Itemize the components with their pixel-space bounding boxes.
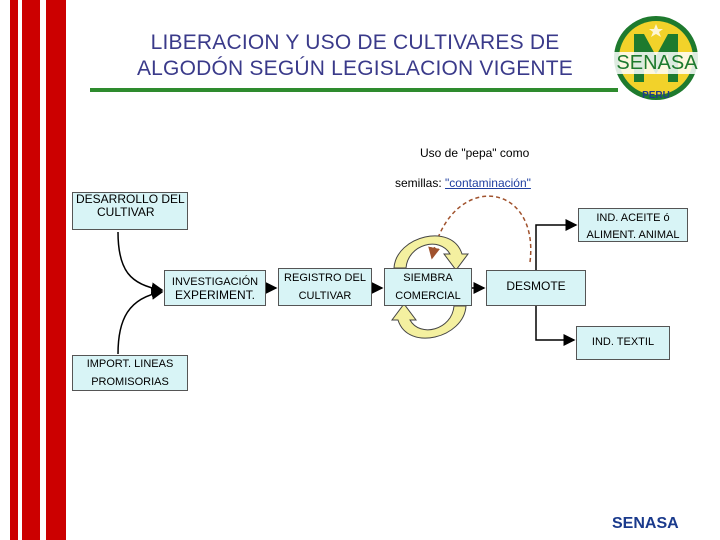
box-registro-line-2: CULTIVAR bbox=[298, 290, 352, 302]
box-siembra: SIEMBRA COMERCIAL bbox=[384, 268, 472, 306]
box-import-line-2: PROMISORIAS bbox=[91, 376, 169, 388]
arrow-desarrollo-investigacion bbox=[117, 231, 164, 295]
box-aceite-line-2: ALIMENT. ANIMAL bbox=[586, 229, 680, 241]
box-desarrollo-line-2: CULTIVAR bbox=[97, 205, 155, 219]
box-investigacion-line-2: EXPERIMENT. bbox=[174, 288, 255, 302]
box-investigacion-line-1: INVESTIGACIÓN bbox=[171, 276, 259, 288]
box-registro-line-1: REGISTRO DEL bbox=[284, 272, 366, 284]
left-stripe-3 bbox=[46, 0, 66, 540]
arrow-desmote-textil bbox=[535, 305, 576, 346]
box-aceite: IND. ACEITE ó ALIMENT. ANIMAL bbox=[578, 208, 688, 242]
footer-brand: SENASA bbox=[612, 515, 679, 532]
arrow-import-investigacion bbox=[117, 287, 164, 355]
box-registro: REGISTRO DEL CULTIVAR bbox=[278, 268, 372, 306]
box-desmote-label: DESMOTE bbox=[506, 279, 566, 293]
box-import-line-1: IMPORT. LINEAS bbox=[86, 358, 174, 370]
note-contaminacion: "contaminación" bbox=[445, 176, 531, 190]
logo-brand-text: SENASA bbox=[616, 52, 698, 74]
box-desarrollo-cultivar: DESARROLLO DEL CULTIVAR bbox=[72, 192, 188, 230]
cycle-arrow-bottom bbox=[391, 303, 467, 339]
title-underline bbox=[90, 88, 618, 92]
box-aceite-line-1: IND. ACEITE ó bbox=[596, 212, 670, 224]
note-line-2-prefix: semillas: bbox=[395, 176, 446, 190]
title-line-2: ALGODÓN SEGÚN LEGISLACION VIGENTE bbox=[136, 57, 574, 80]
box-import: IMPORT. LINEAS PROMISORIAS bbox=[72, 355, 188, 391]
arrow-desmote-aceite bbox=[535, 219, 578, 270]
cycle-arrow-top bbox=[393, 235, 469, 271]
page-title: LIBERACION Y USO DE CULTIVARES DE ALGODÓ… bbox=[92, 30, 618, 82]
contamination-note: Uso de "pepa" como bbox=[420, 146, 529, 160]
box-textil: IND. TEXTIL bbox=[576, 326, 670, 360]
box-siembra-line-1: SIEMBRA bbox=[403, 272, 453, 284]
contamination-note-line-2: semillas: "contaminación" bbox=[395, 176, 531, 190]
box-textil-label: IND. TEXTIL bbox=[591, 336, 655, 348]
box-desmote: DESMOTE bbox=[486, 270, 586, 306]
arrow-contaminacion bbox=[428, 195, 532, 263]
box-investigacion: INVESTIGACIÓN EXPERIMENT. bbox=[164, 270, 266, 306]
title-line-1: LIBERACION Y USO DE CULTIVARES DE bbox=[150, 31, 560, 54]
left-stripe-2 bbox=[22, 0, 40, 540]
note-line-1: Uso de "pepa" como bbox=[420, 146, 530, 160]
box-siembra-line-2: COMERCIAL bbox=[395, 290, 461, 302]
logo-country-text: PERU bbox=[642, 90, 670, 101]
left-stripe-1 bbox=[10, 0, 18, 540]
senasa-logo: SENASA PERU bbox=[606, 16, 712, 104]
box-desarrollo-line-1: DESARROLLO DEL bbox=[76, 192, 185, 206]
